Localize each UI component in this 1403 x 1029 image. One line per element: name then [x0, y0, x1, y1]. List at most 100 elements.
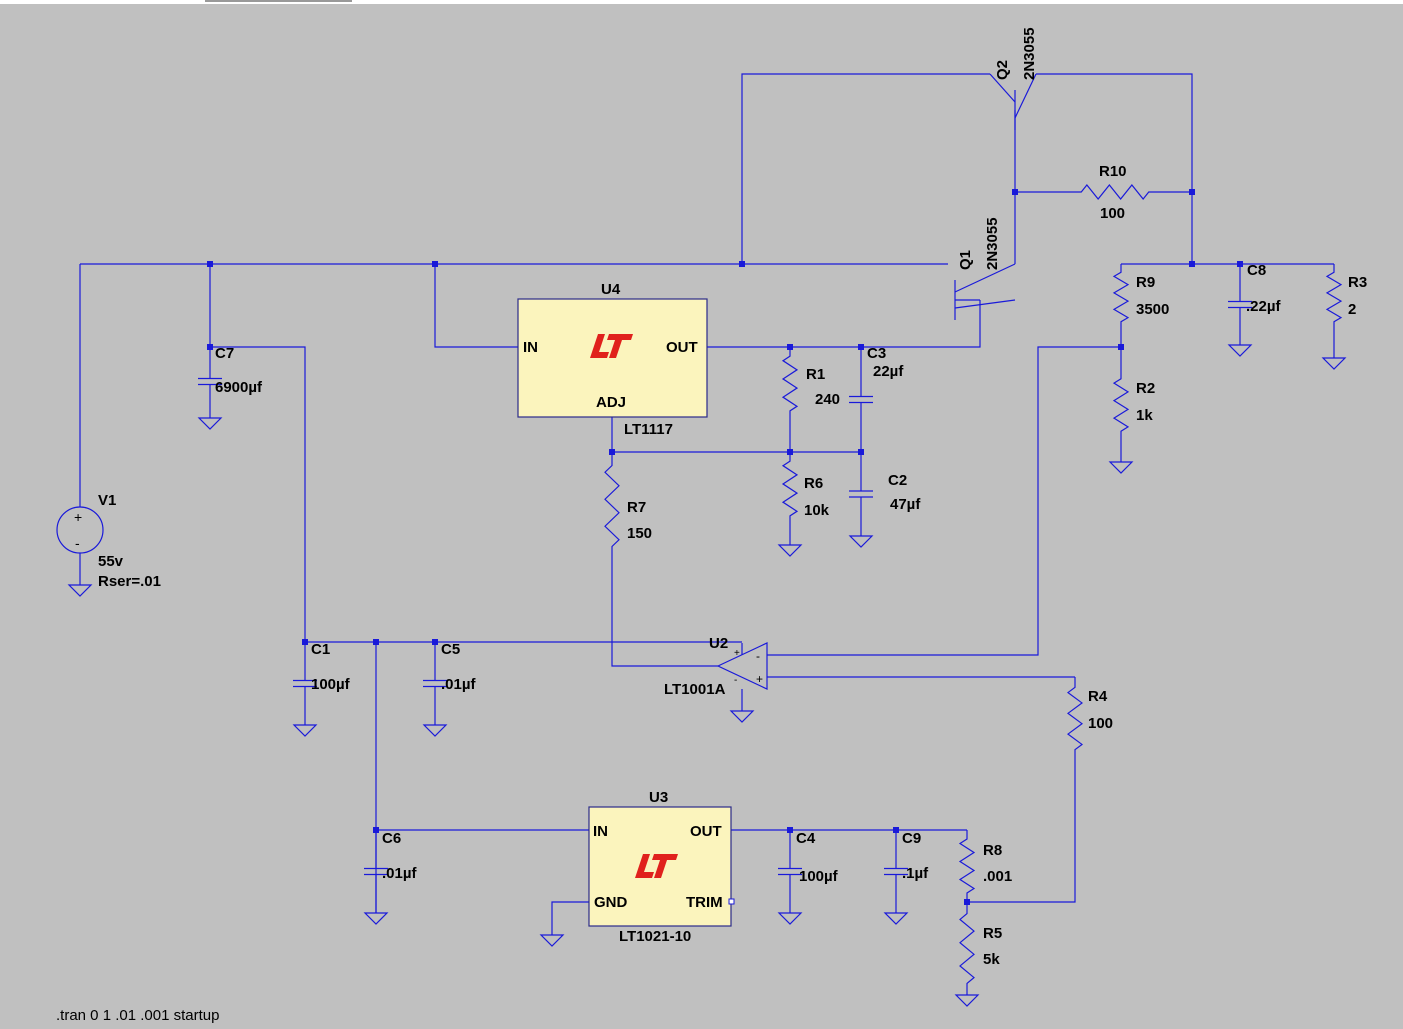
voltage-source-icon[interactable]	[56, 506, 104, 554]
v1-ref: V1	[98, 492, 116, 509]
transistor-collector	[954, 263, 1016, 293]
junction-dot	[858, 344, 864, 350]
u2-vminus-mark: -	[734, 675, 737, 686]
r4-value: 100	[1088, 715, 1113, 732]
u2-minus: -	[756, 649, 760, 663]
c5-ref: C5	[441, 641, 460, 658]
ground-icon	[777, 912, 803, 925]
wire-segment	[967, 760, 1076, 903]
c4-ref: C4	[796, 830, 816, 847]
opamp-triangle[interactable]	[716, 642, 768, 690]
junction-dot	[373, 827, 379, 833]
c4-value: 100µf	[799, 868, 839, 885]
c7-value: 6900µf	[215, 379, 263, 396]
junction-dot	[609, 449, 615, 455]
junction-dot	[787, 449, 793, 455]
q1-ref: Q1	[957, 250, 974, 270]
junction-dot	[1189, 261, 1195, 267]
c1-value: 100µf	[311, 676, 351, 693]
u4-pin-out: OUT	[666, 339, 698, 356]
resistor-icon	[1112, 264, 1130, 330]
transistor-collector	[989, 73, 1016, 103]
junction-dot	[1189, 189, 1195, 195]
r5-ref: R5	[983, 925, 1002, 942]
v1-value: 55v	[98, 553, 124, 570]
c6-ref: C6	[382, 830, 401, 847]
resistor-icon	[781, 452, 799, 525]
u4-regulator[interactable]: U4 IN OUT ADJ LT1117	[517, 281, 708, 438]
wire-segment	[210, 346, 306, 642]
v1-minus: -	[75, 535, 80, 551]
r3-value: 2	[1348, 301, 1356, 318]
r7-ref: R7	[627, 499, 646, 516]
v1-rser: Rser=.01	[98, 573, 161, 590]
q2-ref: Q2	[994, 60, 1011, 80]
u2-opamp[interactable]: U2 LT1001A - + + -	[664, 635, 768, 698]
junction-dot	[207, 261, 213, 267]
resistor-icon	[781, 347, 799, 420]
c2-value: 47µf	[890, 496, 921, 513]
r9-ref: R9	[1136, 274, 1155, 291]
spice-directive[interactable]: .tran 0 1 .01 .001 startup	[56, 1007, 219, 1024]
u3-pin-out: OUT	[690, 823, 722, 840]
r4-ref: R4	[1088, 688, 1108, 705]
u3-ref: U3	[649, 789, 668, 806]
u4-pin-adj: ADJ	[596, 394, 626, 411]
u3-pin-gnd: GND	[594, 894, 628, 911]
wire-segment	[551, 901, 589, 935]
r8-value: .001	[983, 868, 1012, 885]
resistor-icon	[604, 452, 620, 560]
lt-logo-icon	[635, 854, 678, 878]
u3-pin-in: IN	[593, 823, 608, 840]
junction-dot	[1012, 189, 1018, 195]
ground-icon	[1227, 344, 1253, 357]
wire-segment	[741, 73, 990, 264]
r5-value: 5k	[983, 951, 1000, 968]
u2-ref: U2	[709, 635, 728, 652]
c8-value: .22µf	[1246, 298, 1281, 315]
r3-ref: R3	[1348, 274, 1367, 291]
junction-dot	[302, 639, 308, 645]
wire-segment	[611, 560, 718, 667]
ground-icon	[422, 724, 448, 737]
u3-part: LT1021-10	[619, 928, 691, 945]
resistor-icon	[1066, 677, 1084, 760]
q2-part: 2N3055	[1021, 27, 1038, 80]
junction-dot	[964, 899, 970, 905]
junction-dot	[858, 449, 864, 455]
ground-icon	[67, 584, 93, 597]
r1-ref: R1	[806, 366, 825, 383]
u4-ref: U4	[601, 281, 621, 298]
transistor-emitter	[1014, 73, 1037, 119]
junction-dot	[787, 827, 793, 833]
ground-icon	[954, 994, 980, 1007]
ground-icon	[363, 912, 389, 925]
u4-pin-in: IN	[523, 339, 538, 356]
junction-dot	[787, 344, 793, 350]
u3-reference[interactable]: U3 IN OUT GND TRIM LT1021-10	[588, 789, 735, 945]
r8-ref: R8	[983, 842, 1002, 859]
ground-icon	[292, 724, 318, 737]
wire-segment	[1036, 73, 1193, 264]
r2-value: 1k	[1136, 407, 1153, 424]
junction-dot	[207, 344, 213, 350]
junction-dot	[893, 827, 899, 833]
wire-segment	[434, 264, 518, 348]
resistor-icon	[1325, 264, 1343, 330]
c9-ref: C9	[902, 830, 921, 847]
resistor-icon	[1070, 184, 1160, 200]
v1-source[interactable]: + - V1 55v Rser=.01	[56, 492, 161, 590]
junctions	[207, 189, 1243, 905]
junction-dot	[739, 261, 745, 267]
u2-plus: +	[756, 672, 763, 686]
c2-ref: C2	[888, 472, 907, 489]
c9-value: .1µf	[902, 865, 929, 882]
ground-icon	[777, 544, 803, 557]
junction-dot	[432, 261, 438, 267]
junction-dot	[1118, 344, 1124, 350]
u4-part: LT1117	[624, 421, 673, 438]
q1-part: 2N3055	[984, 217, 1001, 270]
c5-value: .01µf	[441, 676, 476, 693]
